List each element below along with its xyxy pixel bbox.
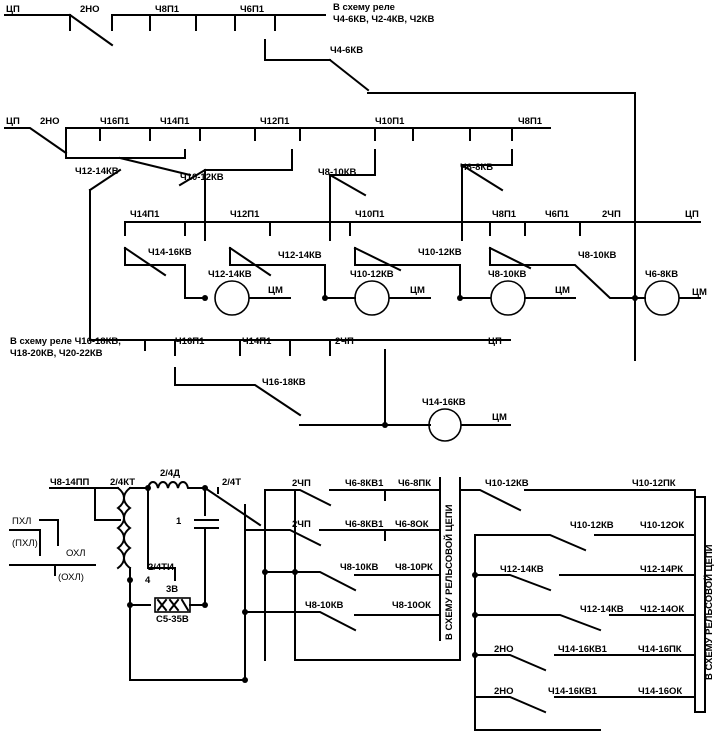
label-vertical-1: В СХЕМУ РЕЛЬСОВОЙ ЦЕПИ xyxy=(443,504,455,640)
labels: ЦП 2НО Ч8П1 Ч6П1 В схему реле Ч4-6КВ, Ч2… xyxy=(6,2,715,697)
label-ch1416ok: Ч14-16ОК xyxy=(638,686,682,697)
label-ch68kv1: Ч6-8КВ1 xyxy=(345,478,384,489)
label-ch14p1: Ч14П1 xyxy=(130,209,160,220)
label-ch1416kv1: Ч14-16КВ1 xyxy=(558,644,608,655)
label-ch6pk: Ч6-8ПК xyxy=(398,478,431,489)
label-2chp: 2ЧП xyxy=(292,478,311,489)
label-pkhl: ПХЛ xyxy=(12,516,31,527)
label-ch12p1: Ч12П1 xyxy=(230,209,260,220)
label-ch810ok: Ч8-10ОК xyxy=(392,600,431,611)
label-ch810kv: Ч8-10КВ xyxy=(305,600,343,611)
label-ch14p1: Ч14П1 xyxy=(242,336,272,347)
label-coil1214: Ч12-14КВ xyxy=(208,269,252,280)
label-ch10p1: Ч10П1 xyxy=(355,209,385,220)
label-ch16p1: Ч16П1 xyxy=(100,116,130,127)
label-ch1416pk: Ч14-16ПК xyxy=(638,644,682,655)
label-ch16p1: Ч16П1 xyxy=(175,336,205,347)
label-2chp: 2ЧП xyxy=(602,209,621,220)
label-ch10p1: Ч10П1 xyxy=(375,116,405,127)
label-2-4kt: 2/4КТ xyxy=(110,477,135,488)
label-cm: ЦМ xyxy=(692,287,707,298)
label-ch6ok: Ч6-8ОК xyxy=(395,519,429,530)
label-2no: 2НО xyxy=(494,686,514,697)
label-ch1416kv1: Ч14-16КВ1 xyxy=(548,686,598,697)
label-cp: ЦП xyxy=(488,336,502,347)
label-coil1416: Ч14-16КВ xyxy=(422,397,466,408)
label-coil1012: Ч10-12КВ xyxy=(350,269,394,280)
label-ch810kv: Ч8-10КВ xyxy=(340,562,378,573)
label-cp: ЦП xyxy=(685,209,699,220)
section-2 xyxy=(4,127,551,341)
section-4 xyxy=(89,339,511,442)
label-ch1012kv: Ч10-12КВ xyxy=(418,247,462,258)
label-ch1214kv: Ч12-14КВ xyxy=(580,604,624,615)
label-ch6p1: Ч6П1 xyxy=(545,209,570,220)
label-ch1214ok: Ч12-14ОК xyxy=(640,604,684,615)
label-2no: 2НО xyxy=(80,4,100,15)
label-ch12p1: Ч12П1 xyxy=(260,116,290,127)
label-ch68kv1: Ч6-8КВ1 xyxy=(345,519,384,530)
junction-dots xyxy=(127,295,638,683)
label-ch810kv: Ч8-10КВ xyxy=(578,250,616,261)
label-ch6p1: Ч6П1 xyxy=(240,4,265,15)
label-2-4ti: 2/4ТИ xyxy=(148,562,174,573)
label-2-4d: 2/4Д xyxy=(160,468,180,479)
label-c535v: С5-35В xyxy=(156,614,189,625)
label-ch8p1: Ч8П1 xyxy=(155,4,180,15)
label-vertical-2: В СХЕМУ РЕЛЬСОВОЙ ЦЕПИ xyxy=(703,544,715,680)
label-cp: ЦП xyxy=(6,4,20,15)
label-2chp: 2ЧП xyxy=(335,336,354,347)
label-ch814pp: Ч8-14ПП xyxy=(50,477,90,488)
label-note: В схему реле xyxy=(333,2,395,13)
section-5 xyxy=(9,481,262,681)
label-ch8p1: Ч8П1 xyxy=(518,116,543,127)
label-coil810: Ч8-10КВ xyxy=(488,269,526,280)
label-ch810pk: Ч8-10РК xyxy=(395,562,433,573)
label-cap: 1 xyxy=(176,516,182,527)
label-2chp: 2ЧП xyxy=(292,519,311,530)
label-note: Ч4-6КВ, Ч2-4КВ, Ч2КВ xyxy=(333,14,434,25)
label-4: 4 xyxy=(145,575,151,586)
label-ch8p1: Ч8П1 xyxy=(492,209,517,220)
label-ch1012kv: Ч10-12КВ xyxy=(570,520,614,531)
section-6 xyxy=(244,477,461,681)
section-7 xyxy=(459,489,706,731)
label-note: Ч18-20КВ, Ч20-22КВ xyxy=(10,348,103,359)
label-2no: 2НО xyxy=(494,644,514,655)
label-ch1214kv: Ч12-14КВ xyxy=(278,250,322,261)
label-cm: ЦМ xyxy=(410,285,425,296)
label-2-4t: 2/4Т xyxy=(222,477,241,488)
label-okhl: ОХЛ xyxy=(66,548,86,559)
label-ch810kv: Ч8-10КВ xyxy=(318,167,356,178)
label-ch1012ok: Ч10-12ОК xyxy=(640,520,684,531)
label-ch1214kv: Ч12-14КВ xyxy=(75,166,119,177)
label-cm: ЦМ xyxy=(492,412,507,423)
section-1 xyxy=(4,13,636,361)
label-ch1012pk: Ч10-12ПК xyxy=(632,478,676,489)
label-ch68kv: Ч6-8КВ xyxy=(460,162,493,173)
label-ch46kv: Ч4-6КВ xyxy=(330,45,363,56)
label-ch14p1: Ч14П1 xyxy=(160,116,190,127)
label-cp: ЦП xyxy=(6,116,20,127)
label-ch1012kv: Ч10-12КВ xyxy=(180,172,224,183)
label-ch1214pk: Ч12-14РК xyxy=(640,564,683,575)
label-ch1416kv: Ч16-18КВ xyxy=(262,377,306,388)
label-2no: 2НО xyxy=(40,116,60,127)
label-ch1012kv: Ч10-12КВ xyxy=(485,478,529,489)
label-note: В схему реле Ч16-18КВ, xyxy=(10,336,121,347)
label-cm: ЦМ xyxy=(268,285,283,296)
label-3v: 3В xyxy=(166,584,178,595)
label-cm: ЦМ xyxy=(555,285,570,296)
label-coil68: Ч6-8КВ xyxy=(645,269,678,280)
label-pkhl2: (ПХЛ) xyxy=(12,538,38,549)
section-3 xyxy=(123,221,701,316)
label-ch1214kv: Ч12-14КВ xyxy=(500,564,544,575)
label-ch1416kv: Ч14-16КВ xyxy=(148,247,192,258)
label-okhl2: (ОХЛ) xyxy=(58,572,84,583)
